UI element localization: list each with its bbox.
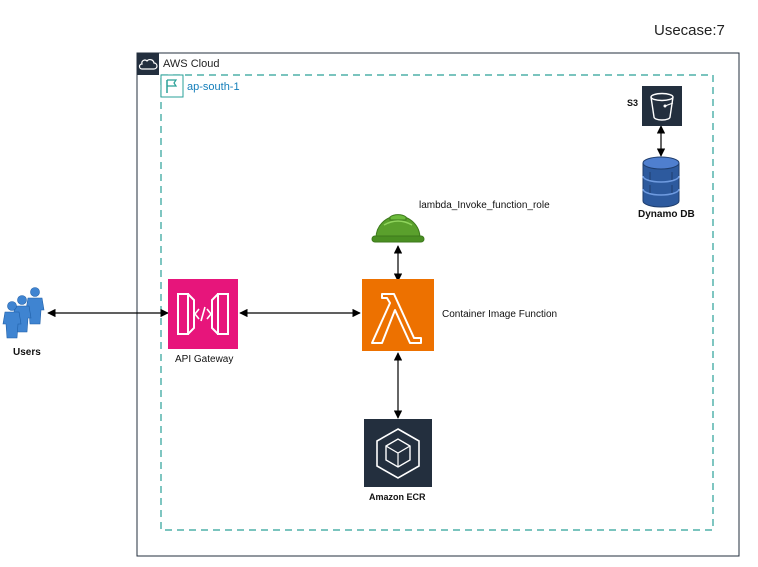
iam-role-helmet-icon [371,214,425,243]
users-icon [2,287,45,339]
page-title: Usecase:7 [654,22,725,39]
s3-label: S3 [627,98,639,108]
amazon-ecr-label: Amazon ECR [369,492,426,502]
aws-cloud-icon [137,53,159,75]
dynamodb-icon [642,156,680,208]
region-flag-icon [160,74,184,98]
region-group [160,74,714,531]
dynamodb-label: Dynamo DB [638,209,695,220]
aws-cloud-group [136,52,740,557]
amazon-ecr-icon [364,419,432,487]
users-label: Users [13,347,41,358]
iam-role-label: lambda_Invoke_function_role [419,200,550,211]
s3-bucket-icon [642,86,682,126]
api-gateway-label: API Gateway [175,354,234,365]
lambda-icon [362,279,434,351]
region-label: ap-south-1 [187,81,240,93]
api-gateway-icon [168,279,238,349]
aws-cloud-label: AWS Cloud [163,58,220,70]
lambda-label: Container Image Function [442,309,558,320]
